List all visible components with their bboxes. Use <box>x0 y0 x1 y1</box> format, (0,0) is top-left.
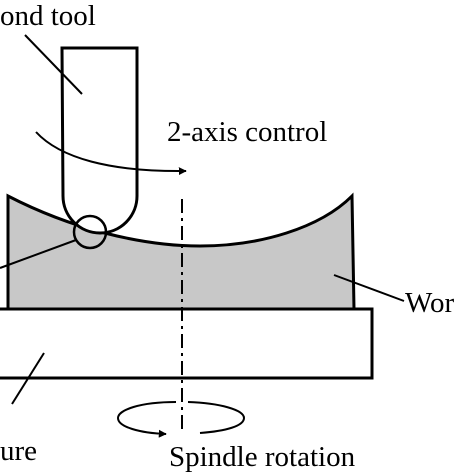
fixture-label: ure <box>0 435 37 467</box>
diamond-tool <box>60 46 139 235</box>
fixture-leader-line <box>11 352 45 405</box>
spindle-rotation-ellipse-back <box>187 401 246 434</box>
workpiece <box>6 192 356 311</box>
spindle-label: Spindle rotation <box>169 441 356 473</box>
workpiece-leader-line <box>333 274 405 302</box>
tool-label: ond tool <box>0 0 96 32</box>
contact-leader-line <box>0 239 77 269</box>
control-arrow <box>35 131 187 176</box>
tool-leader-line <box>24 34 83 95</box>
contact-point-circle <box>72 214 108 250</box>
control-label: 2-axis control <box>167 116 327 148</box>
spindle-rotation-arrow <box>116 401 177 438</box>
workpiece-label: Wor <box>405 287 455 319</box>
fixture-base <box>0 307 374 380</box>
